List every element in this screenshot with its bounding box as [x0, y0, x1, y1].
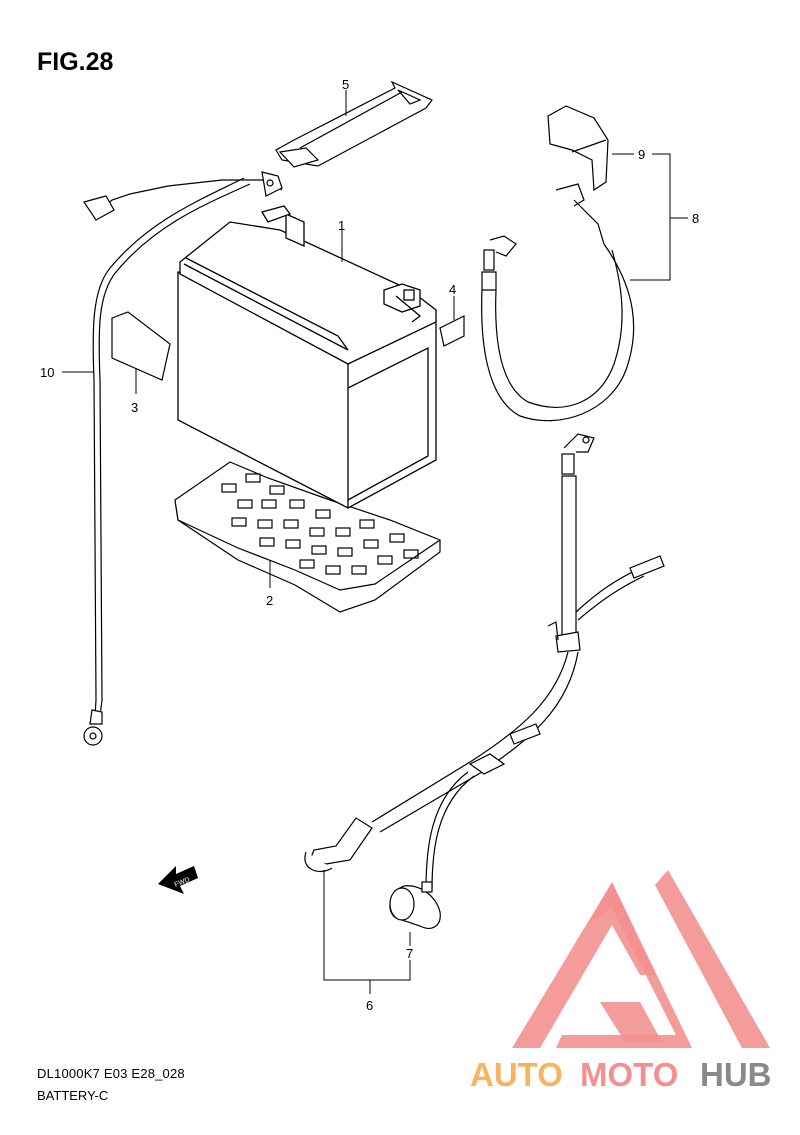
part-10-ground-cable [83, 171, 283, 746]
watermark-text-auto: AUTO [470, 1056, 563, 1093]
callout-8: 8 [692, 211, 699, 226]
diagram-name: BATTERY-C [37, 1088, 109, 1103]
watermark-text-moto: MOTO [580, 1056, 678, 1093]
callout-1: 1 [338, 218, 345, 233]
part-8-positive-cable [481, 183, 635, 422]
callout-5: 5 [342, 77, 349, 92]
part-6-negative-cable [304, 433, 665, 891]
diagram-code: DL1000K7 E03 E28_028 [37, 1066, 185, 1081]
part-3-spacer [111, 311, 171, 381]
part-2-battery-tray [174, 461, 441, 613]
callout-10: 10 [40, 365, 54, 380]
callout-2: 2 [266, 593, 273, 608]
part-4-pad [439, 315, 465, 347]
callout-7: 7 [406, 946, 413, 961]
leader-lines [62, 90, 688, 994]
callout-3: 3 [131, 400, 138, 415]
callout-6: 6 [366, 998, 373, 1013]
forward-arrow-icon: FWD [158, 866, 198, 894]
callout-9: 9 [638, 147, 645, 162]
watermark-logo: AUTO MOTO HUB [470, 870, 772, 1093]
callout-4: 4 [449, 282, 456, 297]
watermark-text-hub: HUB [700, 1056, 772, 1093]
figure-title: FIG.28 [37, 48, 114, 76]
part-7-cable-cap [389, 881, 441, 929]
part-1-battery [177, 205, 437, 509]
part-5-battery-strap [275, 80, 433, 168]
part-9-terminal-cover [547, 105, 609, 192]
